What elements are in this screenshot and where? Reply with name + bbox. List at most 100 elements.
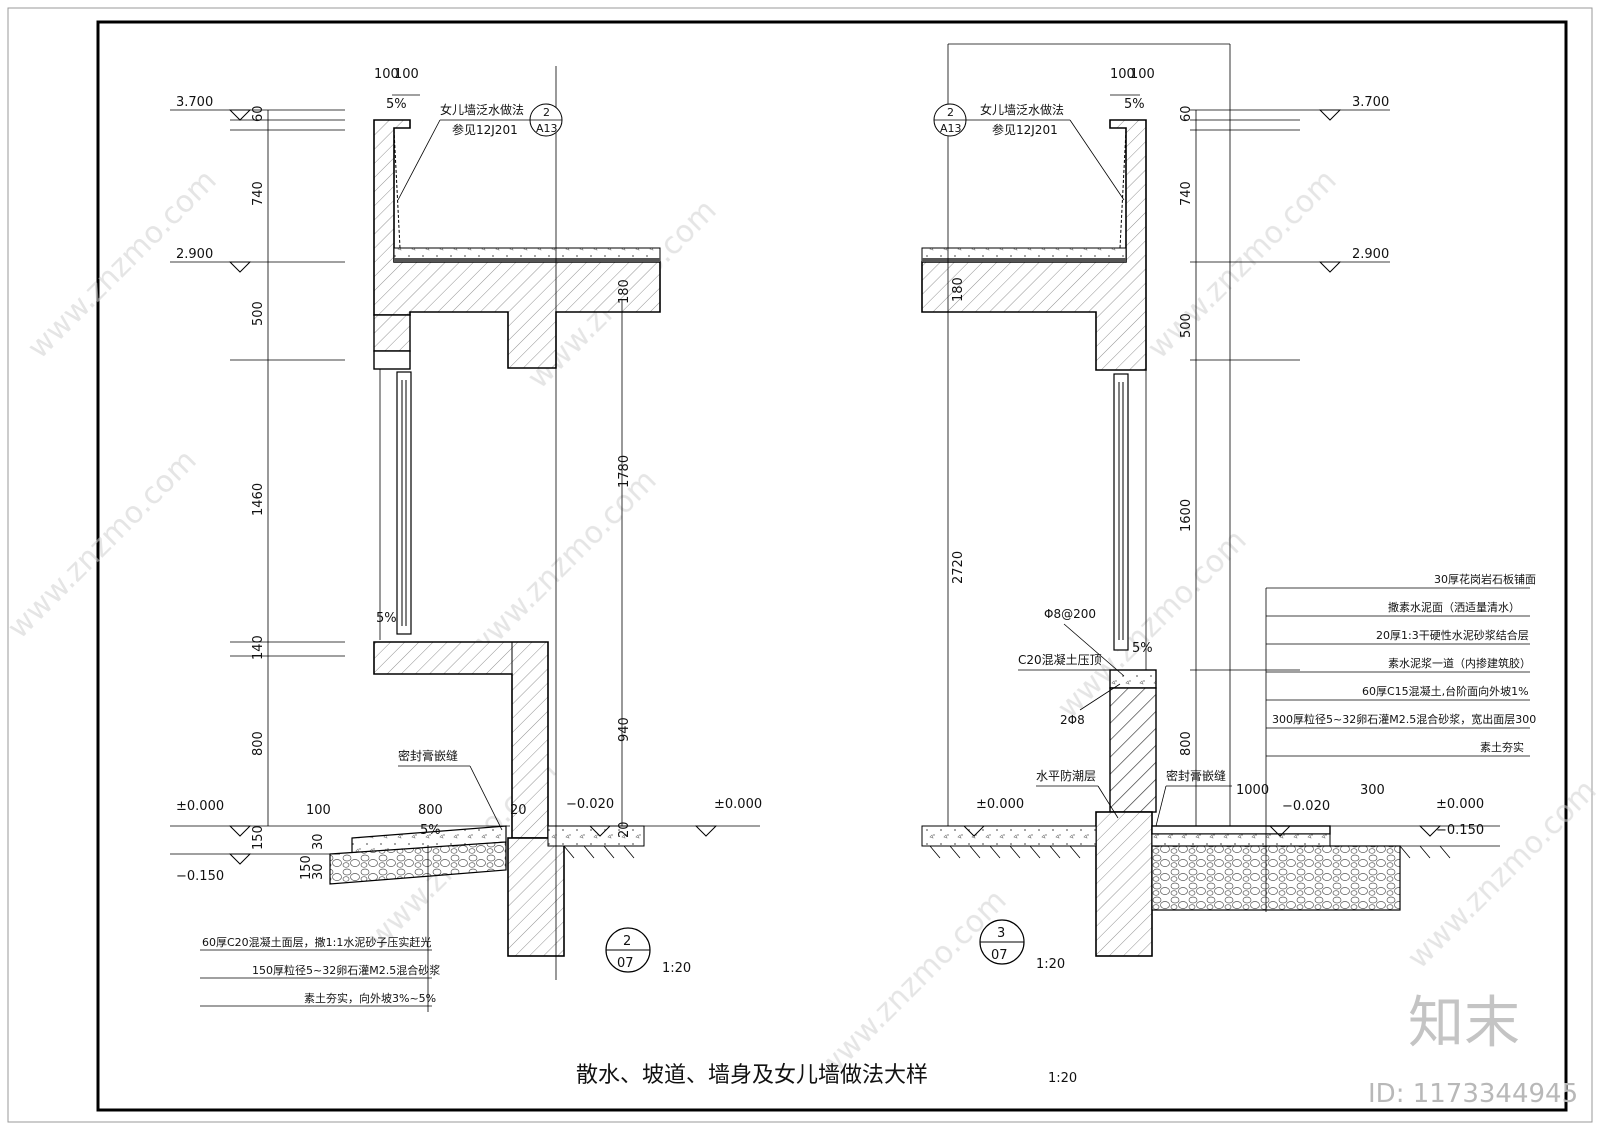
inner-border	[96, 20, 1568, 1112]
dim-top: 100	[374, 67, 399, 82]
layer-text: 素水泥浆一道（内掺建筑胶）	[1388, 656, 1531, 670]
parapet-flashing	[1119, 129, 1127, 249]
dim-vertical: 1460	[251, 483, 266, 516]
rebar-label: Φ8@200	[1044, 607, 1096, 621]
watermark-site: www.znzmo.com	[461, 463, 664, 666]
dim-vertical: 800	[1179, 731, 1194, 756]
slope-label: 5%	[386, 97, 407, 112]
section-number: 3	[997, 926, 1005, 941]
dim-vertical: 1780	[617, 455, 632, 488]
dpc-leader	[1097, 785, 1119, 819]
watermark-site: www.znzmo.com	[811, 883, 1014, 1086]
lintel-block	[373, 314, 411, 352]
dim-top: 100	[1110, 67, 1135, 82]
dim-bottom: 100	[306, 803, 331, 818]
sealant-leader	[469, 765, 503, 831]
parapet-flashing	[393, 129, 401, 249]
elevation-label: 2.900	[1352, 247, 1389, 262]
dim-vertical: 180	[951, 277, 966, 302]
layer-underlines	[1266, 587, 1530, 757]
dim-bottom: 1000	[1236, 783, 1269, 798]
window-frame	[396, 371, 412, 635]
parapet-ref: 参见12J201	[452, 122, 518, 137]
dim-top: 100	[1130, 67, 1155, 82]
parapet-note: 女儿墙泛水做法	[440, 102, 524, 117]
layer-text: 30厚花岗岩石板铺面	[1434, 572, 1536, 586]
section-sheet: 07	[991, 948, 1008, 963]
parapet-slab-beam	[373, 119, 661, 369]
layer-text: 300厚粒径5~32卵石灌M2.5混合砂浆，宽出面层300	[1272, 712, 1536, 726]
elevation-label: 2.900	[176, 247, 213, 262]
outer-border	[7, 7, 1593, 1123]
dim-bottom: 150	[299, 855, 314, 880]
sealant-label: 密封膏嵌缝	[1166, 768, 1226, 783]
section-number: 2	[623, 934, 631, 949]
section-sheet: 07	[617, 956, 634, 971]
parapet-slab-beam	[921, 119, 1147, 371]
dim-vertical: 500	[1179, 313, 1194, 338]
elevation-label: ±0.000	[976, 797, 1024, 812]
layer-text: 60厚C20混凝土面层，撒1:1水泥砂子压实赶光	[202, 935, 431, 949]
slope-label: 5%	[420, 823, 441, 838]
dim-vertical: 940	[617, 717, 632, 742]
sill-border	[373, 641, 513, 675]
drawing-title: 散水、坡道、墙身及女儿墙做法大样	[576, 1063, 928, 1088]
slope-label: 5%	[376, 611, 397, 626]
dim-vertical: 2720	[951, 551, 966, 584]
dim-vertical: 740	[251, 181, 266, 206]
elevation-label: 3.700	[1352, 95, 1389, 110]
dim-top: 100	[394, 67, 419, 82]
section3-leader-lines	[922, 43, 1500, 912]
layer-text: 20厚1:3干硬性水泥砂浆结合层	[1376, 628, 1529, 642]
brick-wall	[1109, 687, 1157, 813]
elevation-label: ±0.000	[1436, 797, 1484, 812]
watermark-site: www.znzmo.com	[21, 163, 224, 366]
dim-vertical: 500	[251, 301, 266, 326]
stone-paving	[1151, 825, 1331, 835]
dim-bottom: 30	[311, 863, 326, 880]
elevation-label: ±0.000	[176, 799, 224, 814]
rebar-leader	[1063, 623, 1125, 677]
image-id: ID: 1173344945	[1368, 1079, 1578, 1109]
layer-text: 150厚粒径5~32卵石灌M2.5混合砂浆	[252, 963, 440, 977]
wall-footing	[507, 837, 565, 957]
ref-bubble-top: 2	[543, 106, 550, 119]
dim-bottom: 300	[1360, 783, 1385, 798]
elevation-label: ±0.000	[714, 797, 762, 812]
elevation-label: −0.020	[1282, 799, 1330, 814]
dim-bottom: 800	[418, 803, 443, 818]
layer-text: 素土夯实	[1480, 740, 1524, 754]
brand-logo: 知末	[1408, 991, 1520, 1056]
step-gravel	[1151, 845, 1401, 911]
rebar-leader	[1079, 683, 1121, 711]
dim-vertical: 740	[1179, 181, 1194, 206]
sealant-label: 密封膏嵌缝	[398, 748, 458, 763]
roof-finish	[394, 258, 660, 262]
watermark-site: www.znzmo.com	[1, 443, 204, 646]
elevation-markers	[228, 109, 718, 865]
elevation-label: −0.020	[566, 797, 614, 812]
dim-vertical: 800	[251, 731, 266, 756]
coping	[1109, 669, 1157, 689]
layer-text: 60厚C15混凝土,台阶面向外坡1%	[1362, 684, 1529, 698]
wall-footing	[1095, 811, 1153, 957]
dim-vertical: 140	[251, 635, 266, 660]
interior-floor	[921, 825, 1097, 847]
layer-text: 素土夯实，向外坡3%~5%	[304, 991, 436, 1005]
dim-vertical: 60	[1179, 105, 1194, 122]
slope-label: 5%	[1124, 97, 1145, 112]
elevation-label: 3.700	[176, 95, 213, 110]
section-scale: 1:20	[1036, 957, 1065, 972]
elevation-label: −0.150	[176, 869, 224, 884]
dim-vertical: 180	[617, 279, 632, 304]
ground-hatch	[1399, 845, 1451, 859]
apron-gravel	[329, 841, 507, 885]
watermark-site: www.znzmo.com	[1401, 773, 1600, 976]
parapet-leader	[397, 119, 441, 201]
section-2: 3.700 2.900 ±0.000 −0.150 −0.020 ±0.000 …	[170, 66, 762, 1012]
elevation-markers	[962, 109, 1442, 837]
lintel-block	[373, 350, 411, 370]
parapet-leader	[1069, 119, 1125, 201]
section-3: 3.700 2.900 ±0.000 −0.150 ±0.000 −0.020 …	[921, 43, 1536, 972]
